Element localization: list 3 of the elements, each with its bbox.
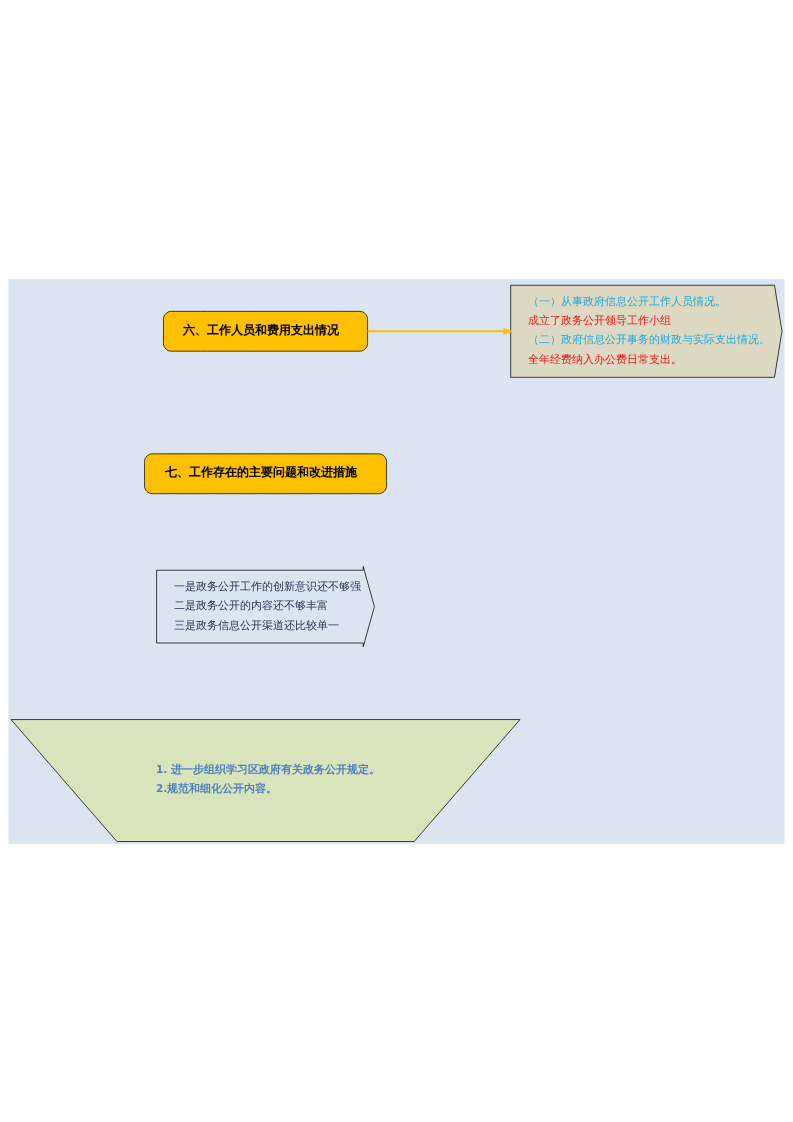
node-box: 七、工作存在的主要问题和改进措施 xyxy=(144,452,387,494)
arrow xyxy=(366,327,514,335)
node-box: 六、工作人员和费用支出情况 xyxy=(163,310,368,352)
